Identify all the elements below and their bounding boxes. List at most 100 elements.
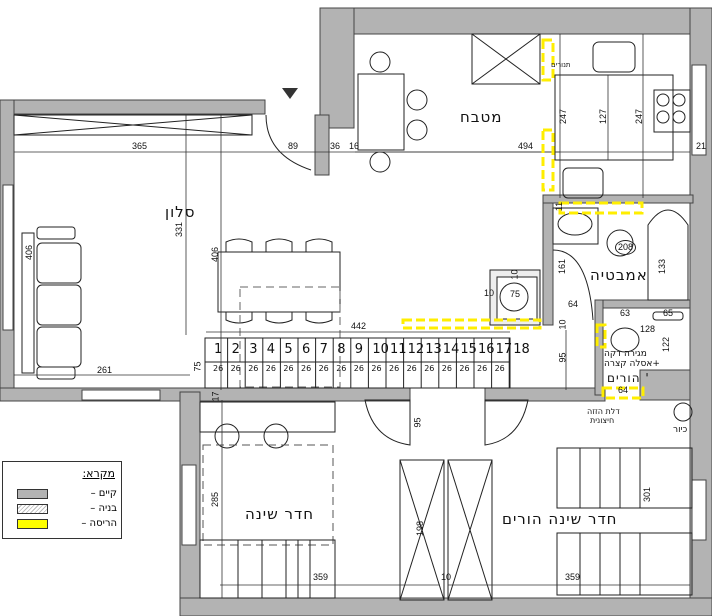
legend-label: בניה – <box>90 503 117 514</box>
dimension: 11 <box>554 201 565 212</box>
dimension: 75 <box>192 361 203 372</box>
stair-tread-dimension: 26 <box>318 364 329 373</box>
dimension: 406 <box>210 246 221 263</box>
dimension: 17 <box>210 391 221 402</box>
dimension: 133 <box>657 258 668 275</box>
stair-tread-dimension: 26 <box>301 364 312 373</box>
stair-number: 7 <box>319 342 328 357</box>
room-label-living: סלון <box>165 203 196 221</box>
window-bedroom <box>181 464 197 546</box>
demolition-mark <box>595 323 607 349</box>
staircase <box>204 337 511 389</box>
kitchen-sink-2 <box>562 167 604 199</box>
wall-bath-left <box>542 194 554 326</box>
stair-tread-dimension: 26 <box>283 364 294 373</box>
wall-bottom <box>179 597 712 616</box>
window-master <box>691 479 707 541</box>
sink-icon <box>673 402 693 422</box>
dimension: 95 <box>557 352 568 363</box>
bath-sink <box>552 207 599 245</box>
dimension: 285 <box>210 491 221 508</box>
parents-toilet <box>610 327 640 353</box>
cooktop <box>653 89 691 133</box>
dimension: 63 <box>620 308 631 318</box>
dimension: 494 <box>518 141 534 151</box>
dimension: 10 <box>557 319 568 330</box>
demolition-mark <box>601 386 645 400</box>
bed <box>199 539 336 599</box>
entrance-door-swing <box>265 114 312 171</box>
wall-bath-bottom <box>594 299 691 309</box>
stair-tread-dimension: 26 <box>424 364 435 373</box>
window-living <box>2 184 14 331</box>
dimension: 128 <box>640 324 656 334</box>
wall-hall-bottom <box>484 387 606 402</box>
legend-swatch <box>17 504 48 514</box>
stair-tread-dimension: 26 <box>336 364 347 373</box>
stair-tread-dimension: 26 <box>459 364 470 373</box>
stair-number: 13 <box>425 342 442 357</box>
bed <box>556 447 693 509</box>
dimension: 89 <box>288 141 299 151</box>
sofa-seat <box>36 284 82 326</box>
stair-number: 12 <box>407 342 425 357</box>
dimension: 64 <box>568 299 579 309</box>
sink-label: כיור <box>673 425 688 435</box>
dimension: 331 <box>174 221 185 238</box>
legend-swatch <box>17 489 48 499</box>
stair-tread-dimension: 26 <box>494 364 505 373</box>
window-kitchen <box>691 64 707 156</box>
stair-number: 5 <box>284 342 293 357</box>
wardrobe <box>447 459 493 601</box>
room-label-master-bedroom: חדר שינה הורים <box>502 510 618 528</box>
dimension: 36 <box>330 141 341 151</box>
dimension: 161 <box>557 258 568 275</box>
stair-number: 10 <box>372 342 389 357</box>
room-label-parents-bath: ' הורים <box>607 371 650 385</box>
legend: מקרא: קיים – בניה – הריסה – <box>2 461 122 539</box>
stair-number: 3 <box>249 342 258 357</box>
legend-item-demolition: הריסה – <box>17 518 117 530</box>
stair-number: 15 <box>460 342 477 357</box>
dimension: 261 <box>97 365 113 375</box>
cabinet-top <box>13 114 253 136</box>
sliding-door-label: חיצונית <box>590 416 615 425</box>
legend-item-existing: קיים – <box>17 488 117 500</box>
room-label-bathroom: אמבטיה <box>590 266 648 284</box>
dimension: 65 <box>663 308 674 318</box>
sliding-door-label: דלת הזזה <box>587 407 620 416</box>
legend-label: הריסה – <box>81 518 117 529</box>
stair-number: 9 <box>354 342 364 357</box>
ovens-label: תנורים <box>551 61 571 69</box>
dimension: 247 <box>634 108 645 125</box>
legend-label: קיים – <box>90 488 117 499</box>
stair-tread-dimension: 26 <box>371 364 382 373</box>
stair-number: 17 <box>495 342 513 357</box>
bathtub <box>647 209 689 301</box>
stair-tread-dimension: 26 <box>230 364 241 373</box>
dimension: 10 <box>441 572 452 582</box>
kitchen-table <box>357 73 405 151</box>
legend-swatch <box>17 519 48 529</box>
parents-bath-note: מגירה דקה <box>604 349 647 359</box>
dimension: 127 <box>598 108 609 125</box>
bed <box>556 532 693 596</box>
legend-item-construction: בניה – <box>17 503 117 515</box>
stair-tread-dimension: 26 <box>213 364 224 373</box>
stair-tread-dimension: 26 <box>477 364 488 373</box>
dimension: 10 <box>509 269 520 280</box>
dimension: 198 <box>415 520 426 537</box>
bath-door-swing <box>552 249 594 321</box>
dimension: 365 <box>132 141 148 151</box>
stair-number: 6 <box>302 342 311 357</box>
wall-kitchen-left <box>319 7 355 129</box>
wall-living-top <box>0 99 266 115</box>
bedroom-door-swing <box>364 399 411 446</box>
sofa-back <box>21 232 35 374</box>
room-label-kitchen: מטבח <box>460 108 503 126</box>
dimension: 122 <box>661 336 672 353</box>
dining-table <box>217 251 341 313</box>
dimension: 21 <box>696 141 707 151</box>
